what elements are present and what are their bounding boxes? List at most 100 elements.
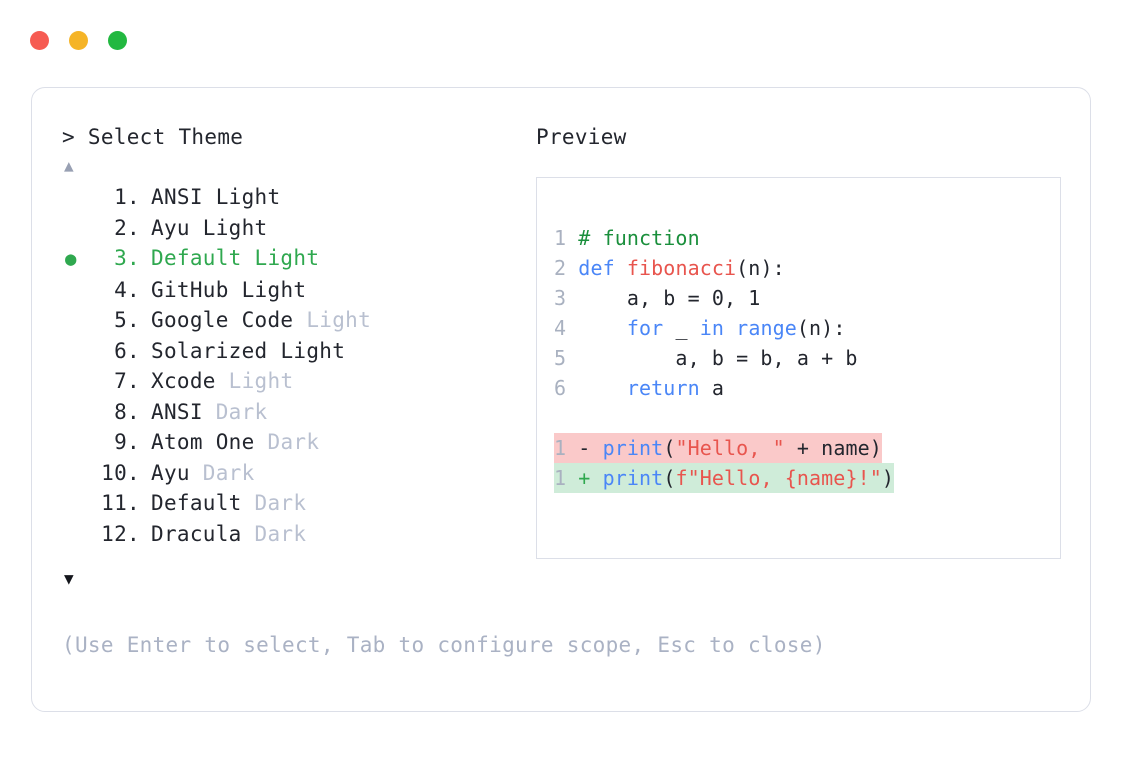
theme-list-item[interactable]: 2.Ayu Light	[62, 213, 522, 244]
code-line: 6 return a	[554, 373, 1060, 403]
theme-item-base-name: Xcode	[151, 369, 229, 393]
code-line: 4 for _ in range(n):	[554, 313, 1060, 343]
code-line: 5 a, b = b, a + b	[554, 343, 1060, 373]
theme-item-base-name: Ayu	[151, 215, 203, 240]
theme-item-variant: Dark	[215, 399, 268, 424]
selected-bullet-icon: ●	[65, 248, 77, 270]
theme-item-variant: Dark	[202, 460, 255, 485]
theme-item-label: Solarized Light	[140, 336, 345, 367]
theme-list-item[interactable]: 11.Default Dark	[62, 488, 522, 519]
diff-line-del: 1 - print("Hello, " + name)	[554, 433, 1060, 463]
scroll-down-arrow-icon[interactable]: ▼	[64, 569, 74, 588]
code-token: a, b = b, a + b	[578, 346, 858, 370]
theme-item-variant: Dark	[267, 430, 320, 454]
theme-item-variant: Light	[215, 185, 281, 209]
theme-item-variant: Dark	[254, 521, 307, 546]
theme-list-item[interactable]: 12. Dracula Dark	[62, 519, 522, 550]
minimize-window-button[interactable]	[69, 31, 88, 50]
code-line: 1 # function	[554, 223, 1060, 253]
theme-list-item[interactable]: 10.Ayu Dark	[62, 458, 522, 489]
code-token: (	[663, 466, 676, 490]
theme-item-index: 3.	[114, 246, 140, 270]
theme-item-index: 9.	[114, 430, 140, 454]
theme-item-variant: Light	[280, 338, 346, 363]
theme-item-base-name: Solarized	[151, 338, 281, 363]
theme-item-index: 4.	[114, 277, 140, 302]
code-token: print	[602, 466, 664, 490]
code-blank-line	[554, 403, 1060, 433]
theme-item-base-name: Google Code	[151, 308, 307, 332]
theme-list-item[interactable]: 1.ANSI Light	[62, 182, 522, 213]
theme-item-variant: Light	[228, 369, 294, 393]
theme-item-index: 1.	[114, 185, 140, 209]
theme-item-variant: Light	[241, 277, 307, 302]
code-token: return	[626, 376, 700, 400]
theme-item-index: 2.	[114, 215, 140, 240]
theme-list-item[interactable]: 8.ANSI Dark	[62, 397, 522, 428]
theme-item-label: Google Code Light	[140, 305, 371, 336]
line-number: 3	[554, 286, 579, 310]
code-token: + name)	[784, 436, 882, 460]
line-number: 4	[554, 316, 579, 340]
line-number: 1	[554, 466, 579, 490]
theme-item-label: ANSI Light	[140, 182, 280, 213]
code-token: in range	[699, 316, 797, 340]
code-line: 2 def fibonacci(n):	[554, 253, 1060, 283]
code-token: _	[663, 316, 700, 340]
theme-item-base-name: Atom One	[151, 430, 268, 454]
code-line: 3 a, b = 0, 1	[554, 283, 1060, 313]
theme-item-label: Ayu Light	[140, 213, 268, 244]
code-token: # function	[578, 226, 700, 250]
theme-list-item[interactable]: ● 3.Default Light	[62, 243, 522, 275]
theme-item-label: Default Dark	[140, 488, 306, 519]
code-token: for	[626, 316, 664, 340]
line-number: 1	[554, 226, 579, 250]
code-token: (n):	[796, 316, 846, 340]
theme-item-base-name: ANSI	[151, 185, 216, 209]
theme-item-variant: Light	[254, 246, 320, 270]
theme-list-item[interactable]: 9.Atom One Dark	[62, 427, 522, 458]
maximize-window-button[interactable]	[108, 31, 127, 50]
keyboard-hint-text: (Use Enter to select, Tab to configure s…	[62, 633, 826, 657]
theme-list-item[interactable]: 6.Solarized Light	[62, 336, 522, 367]
theme-item-label: Atom One Dark	[140, 427, 319, 458]
theme-list-item[interactable]: 7. Xcode Light	[62, 366, 522, 397]
diff-marker: -	[578, 436, 603, 460]
theme-item-label: GitHub Light	[140, 275, 306, 306]
diff-line-add: 1 + print(f"Hello, {name}!")	[554, 463, 1060, 493]
window-traffic-lights	[30, 31, 127, 50]
theme-item-index: 7.	[114, 369, 140, 393]
theme-list-item[interactable]: 5.Google Code Light	[62, 305, 522, 336]
theme-item-variant: Light	[202, 215, 268, 240]
line-number: 5	[554, 346, 579, 370]
code-token: f"Hello, {name}!"	[675, 466, 882, 490]
theme-item-base-name: ANSI	[151, 399, 216, 424]
code-token	[578, 376, 627, 400]
theme-item-index: 11.	[101, 491, 140, 515]
theme-item-index: 8.	[114, 399, 140, 424]
theme-item-variant: Light	[306, 308, 372, 332]
theme-item-index: 12.	[101, 521, 140, 546]
code-token: (	[663, 436, 676, 460]
code-token: fibonacci	[626, 256, 737, 280]
theme-item-variant: Dark	[254, 491, 307, 515]
theme-item-label: ANSI Dark	[140, 397, 268, 428]
close-window-button[interactable]	[30, 31, 49, 50]
line-number: 2	[554, 256, 579, 280]
scroll-up-arrow-icon[interactable]: ▲	[64, 156, 74, 175]
code-token	[578, 316, 627, 340]
theme-item-label: Default Light	[140, 243, 319, 274]
code-token: print	[602, 436, 664, 460]
prompt-label: > Select Theme	[62, 125, 244, 149]
code-token: a, b = 0, 1	[578, 286, 761, 310]
code-token: )	[881, 466, 895, 490]
theme-item-base-name: Dracula	[151, 521, 255, 546]
theme-item-index: 6.	[114, 338, 140, 363]
theme-list-item[interactable]: 4.GitHub Light	[62, 275, 522, 306]
preview-label: Preview	[536, 125, 627, 149]
